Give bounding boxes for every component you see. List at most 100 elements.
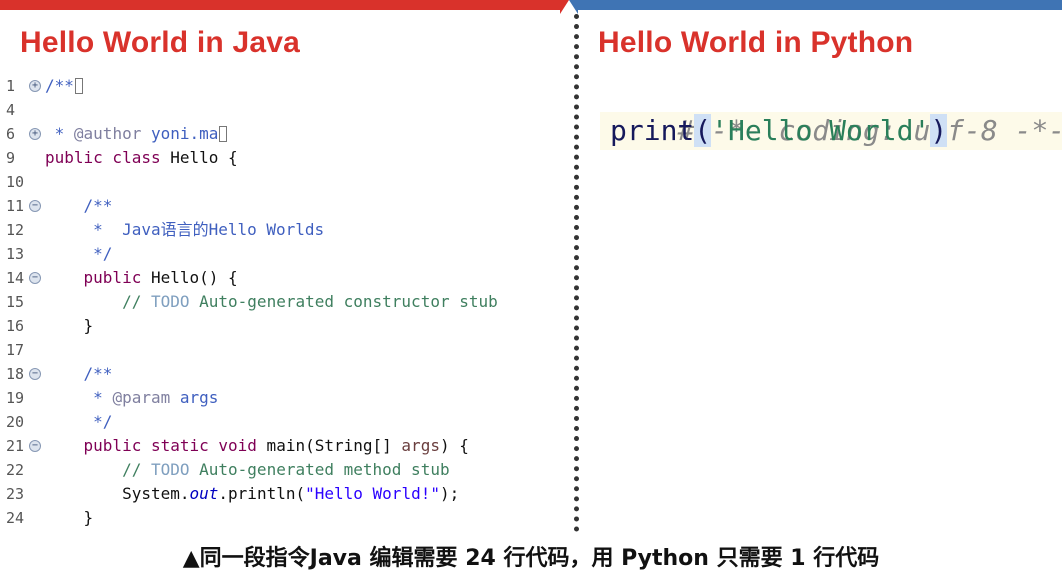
code-token: public (45, 268, 142, 287)
code-token: /** (45, 196, 113, 215)
code-text: // TODO Auto-generated method stub (45, 458, 450, 482)
code-token: /** (45, 76, 74, 95)
code-text: /** (45, 194, 113, 218)
code-token: // (45, 292, 151, 311)
code-line: 20 */ (0, 410, 562, 434)
panel-divider (574, 14, 579, 532)
python-coding-comment: # -*- coding: utf-8 -*- (677, 114, 1062, 147)
code-token: System. (45, 484, 190, 503)
code-token: TODO (150, 460, 190, 479)
line-number: 18 (6, 365, 25, 383)
python-string-literal: 'Hello World' (711, 114, 931, 147)
code-text: * @author yoni.ma (45, 122, 228, 146)
line-number: 11 (6, 197, 25, 215)
code-token: /** (45, 364, 113, 383)
code-text: public static void main(String[] args) { (45, 434, 469, 458)
code-line: 17 (0, 338, 562, 362)
code-text: System.out.println("Hello World!"); (45, 482, 459, 506)
code-text: } (45, 314, 94, 338)
python-print-keyword: print (610, 114, 695, 147)
code-token: args (401, 436, 440, 455)
code-token: * (45, 388, 113, 407)
code-token: .println( (218, 484, 306, 503)
line-number: 9 (6, 149, 16, 167)
python-header-bar (578, 0, 1062, 10)
code-token: args (170, 388, 219, 407)
code-token: @author (73, 124, 142, 143)
code-line: 21− public static void main(String[] arg… (0, 434, 562, 458)
code-line: 14− public Hello() { (0, 266, 562, 290)
code-line: 9 public class Hello { (0, 146, 562, 170)
collapse-fold-icon[interactable]: − (29, 200, 41, 212)
code-token: // (45, 460, 151, 479)
code-token: Auto-generated constructor stub (189, 292, 498, 311)
python-current-line-highlight (600, 112, 1062, 150)
code-text: /** (45, 74, 83, 98)
line-number: 17 (6, 341, 25, 359)
line-number: 19 (6, 389, 25, 407)
line-number: 16 (6, 317, 25, 335)
header-notch (560, 0, 578, 14)
code-line: 6 + * @author yoni.ma (0, 122, 562, 146)
line-number: 14 (6, 269, 25, 287)
line-number: 15 (6, 293, 25, 311)
code-token: TODO (150, 292, 190, 311)
code-token: * Java语言的Hello Worlds (45, 220, 325, 239)
python-code-editor[interactable]: # -*- coding: utf-8 -*- print('Hello Wor… (600, 72, 1062, 532)
code-token: */ (45, 412, 113, 431)
code-text: * @param args (45, 386, 218, 410)
line-number: 12 (6, 221, 25, 239)
code-line: 18− /** (0, 362, 562, 386)
code-token: public static void (45, 436, 257, 455)
code-text: */ (45, 242, 112, 266)
python-open-paren: ( (694, 114, 712, 147)
code-token: */ (45, 244, 113, 263)
code-line: 12 * Java语言的Hello Worlds (0, 218, 562, 242)
folded-content-icon (219, 126, 228, 142)
collapse-fold-icon[interactable]: − (29, 368, 41, 380)
line-number: 23 (6, 485, 25, 503)
line-number: 10 (6, 173, 25, 191)
code-token: } (45, 316, 94, 335)
code-line: 1 + /** (0, 74, 562, 98)
code-token: main(String[] (256, 436, 402, 455)
line-number: 21 (6, 437, 25, 455)
code-text: * Java语言的Hello Worlds (45, 218, 324, 242)
code-line: 19 * @param args (0, 386, 562, 410)
code-text: public Hello() { (45, 266, 238, 290)
code-token: Hello { (160, 148, 238, 167)
bottom-caption: ▲同一段指令Java 编辑需要 24 行代码，用 Python 只需要 1 行代… (182, 546, 880, 571)
code-token: public class (45, 148, 161, 167)
line-number: 1 (6, 77, 16, 95)
line-number: 24 (6, 509, 25, 527)
code-text: */ (45, 410, 112, 434)
collapse-fold-icon[interactable]: − (29, 440, 41, 452)
collapse-fold-icon[interactable]: − (29, 272, 41, 284)
code-line: 24 } (0, 506, 562, 530)
code-line: 10 (0, 170, 562, 194)
code-line: 16 } (0, 314, 562, 338)
code-token: * (45, 124, 74, 143)
code-token: ) { (439, 436, 469, 455)
java-panel-title: Hello World in Java (20, 26, 300, 59)
code-token: "Hello World!" (305, 484, 440, 503)
code-token: @param (112, 388, 171, 407)
code-token: ); (439, 484, 460, 503)
line-number: 22 (6, 461, 25, 479)
python-close-paren: ) (930, 114, 948, 147)
line-number: 20 (6, 413, 25, 431)
line-number: 13 (6, 245, 25, 263)
expand-fold-icon[interactable]: + (29, 80, 41, 92)
code-text: /** (45, 362, 113, 386)
code-line: 23 System.out.println("Hello World!"); (0, 482, 562, 506)
code-token: } (45, 508, 94, 527)
expand-fold-icon[interactable]: + (29, 128, 41, 140)
code-line: 22 // TODO Auto-generated method stub (0, 458, 562, 482)
python-print-line: print('Hello World') (610, 112, 948, 150)
line-number: 4 (6, 101, 16, 119)
code-text: } (45, 506, 94, 530)
line-number: 6 (6, 125, 16, 143)
python-comment-line: # -*- coding: utf-8 -*- (610, 74, 1062, 188)
code-token: Hello() { (141, 268, 238, 287)
